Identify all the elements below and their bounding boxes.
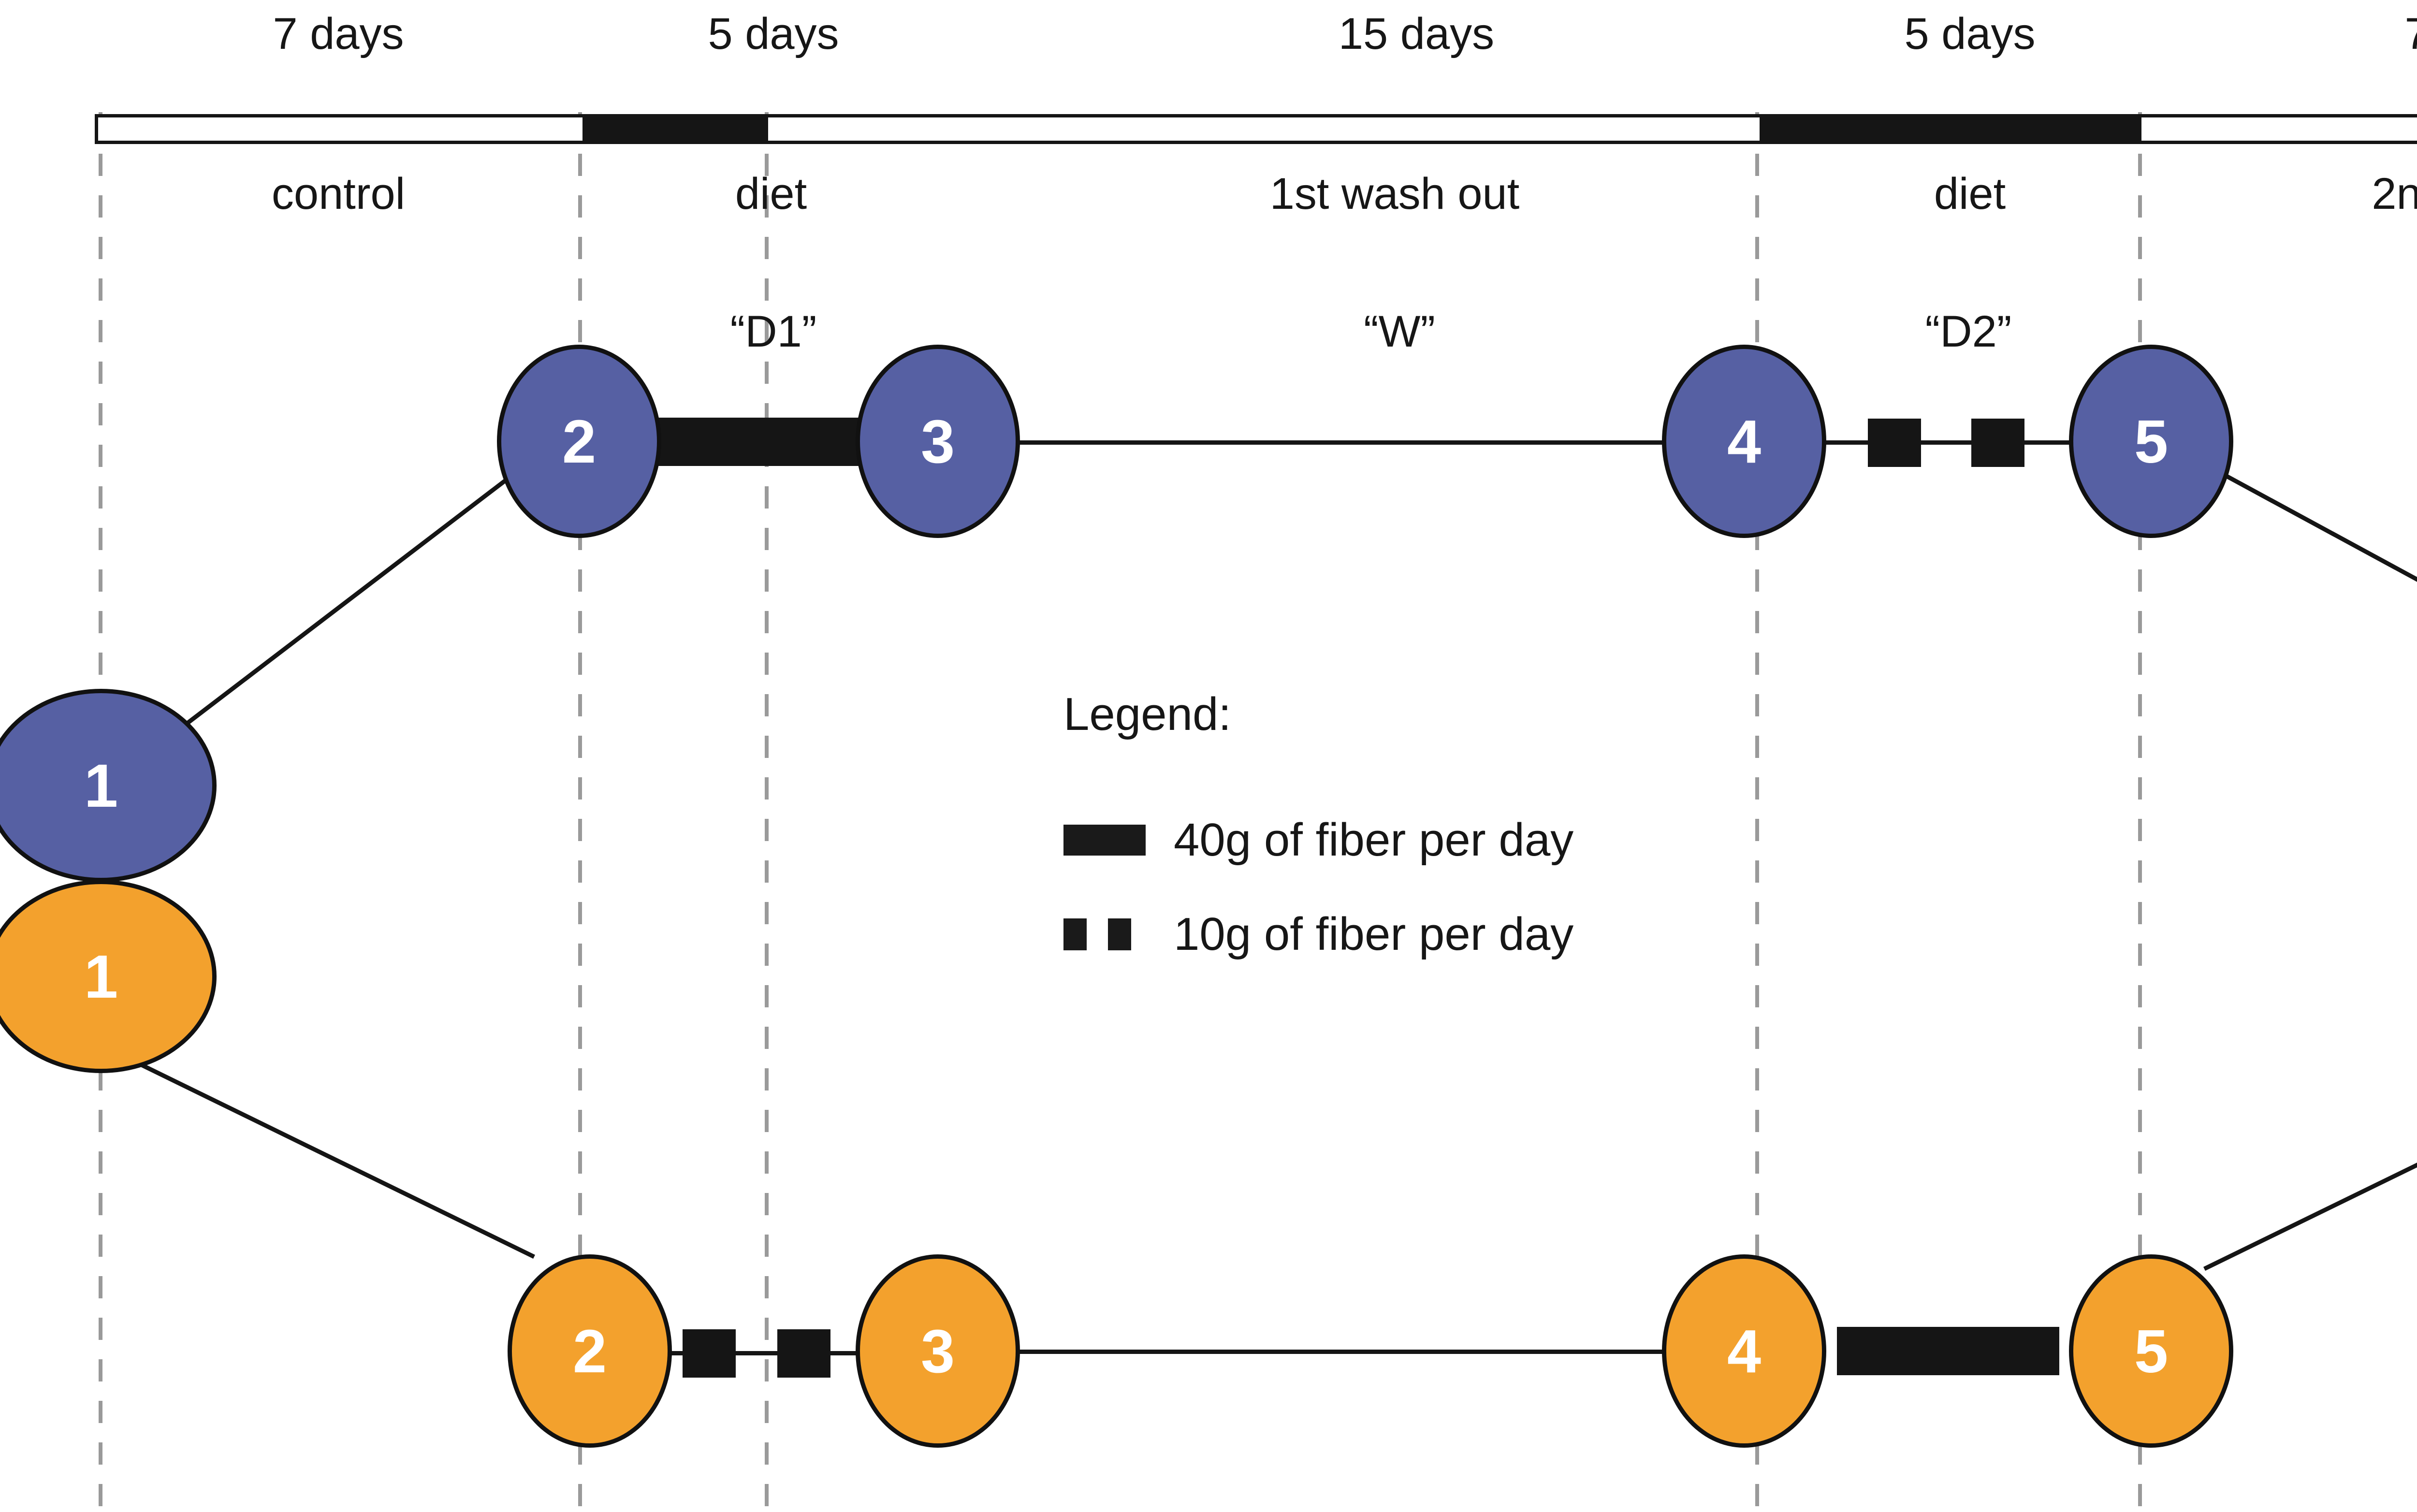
node-orange-3[interactable]: 3 [856,1254,1020,1448]
link-orange-5-6 [2203,1163,2417,1271]
phase-label-diet-1: diet [735,169,807,218]
link-blue-3-4-washout [952,440,1697,445]
node-orange-5[interactable]: 5 [2069,1254,2233,1448]
legend-title: Legend: [1063,688,1232,740]
guide-line-visit-4 [1755,112,1759,1512]
legend: Legend: 40g of fiber per day 10g of fibe… [1063,691,1934,1030]
timeline-segment-washout-2 [2141,117,2417,141]
duration-label-2: 5 days [708,9,839,58]
period-code-w: “W” [1363,307,1436,356]
node-blue-5[interactable]: 5 [2069,345,2233,538]
dashed-bar-icon-block-2 [1108,918,1131,950]
node-blue-4[interactable]: 4 [1662,345,1826,538]
dashed-bar-icon-block-1 [1063,918,1087,950]
link-blue-1-2 [158,462,528,746]
node-blue-2[interactable]: 2 [497,345,661,538]
legend-item-10g: 10g of fiber per day [1063,911,1573,958]
link-orange-3-4-washout [955,1350,1694,1354]
guide-line-visit-5 [2138,112,2142,1512]
duration-label-4: 5 days [1904,9,2036,58]
node-blue-1[interactable]: 1 [0,689,217,882]
dash-baseline [653,1351,860,1355]
link-orange-1-2 [108,1047,535,1259]
period-code-d1: “D1” [730,307,817,356]
guide-line-visit-3 [765,112,769,1512]
dash-block-2 [777,1329,830,1378]
phase-label-control: control [271,169,406,218]
legend-item-40g: 40g of fiber per day [1063,817,1573,863]
timeline-segment-washout-1 [768,117,1760,141]
solid-bar-icon [1063,825,1146,856]
dash-baseline [1819,440,2075,445]
link-blue-5-6 [2203,462,2417,582]
link-blue-4-5-10g [1819,419,2075,467]
node-blue-3[interactable]: 3 [856,345,1020,538]
timeline-segment-diet-2 [1760,117,2141,141]
legend-swatch-wrap-40g [1063,825,1174,856]
legend-swatch-wrap-10g [1063,918,1174,950]
phase-label-washout-1: 1st wash out [1269,169,1520,218]
node-orange-2[interactable]: 2 [508,1254,672,1448]
period-code-d2: “D2” [1925,307,2012,356]
timeline-segment-control [98,117,582,141]
timeline-bar [95,114,2417,144]
phase-label-diet-2: diet [1934,169,2006,218]
duration-label-1: 7 days [273,9,404,58]
link-orange-4-5-40g [1837,1327,2059,1375]
duration-label-5: 7 days [2404,12,2417,56]
phase-label-washout-2: 2nd wash out [2372,169,2417,218]
link-orange-2-3-10g [653,1329,860,1378]
dash-block-1 [1868,419,1921,467]
legend-label-10g: 10g of fiber per day [1174,908,1574,960]
dash-block-1 [683,1329,736,1378]
guide-line-visit-2 [578,112,582,1512]
node-orange-1[interactable]: 1 [0,880,217,1073]
dash-block-2 [1971,419,2024,467]
node-orange-4[interactable]: 4 [1662,1254,1826,1448]
legend-label-40g: 40g of fiber per day [1174,814,1574,866]
timeline-segment-diet-1 [582,117,768,141]
duration-label-3: 15 days [1338,9,1495,58]
link-blue-2-3-40g [643,418,865,466]
